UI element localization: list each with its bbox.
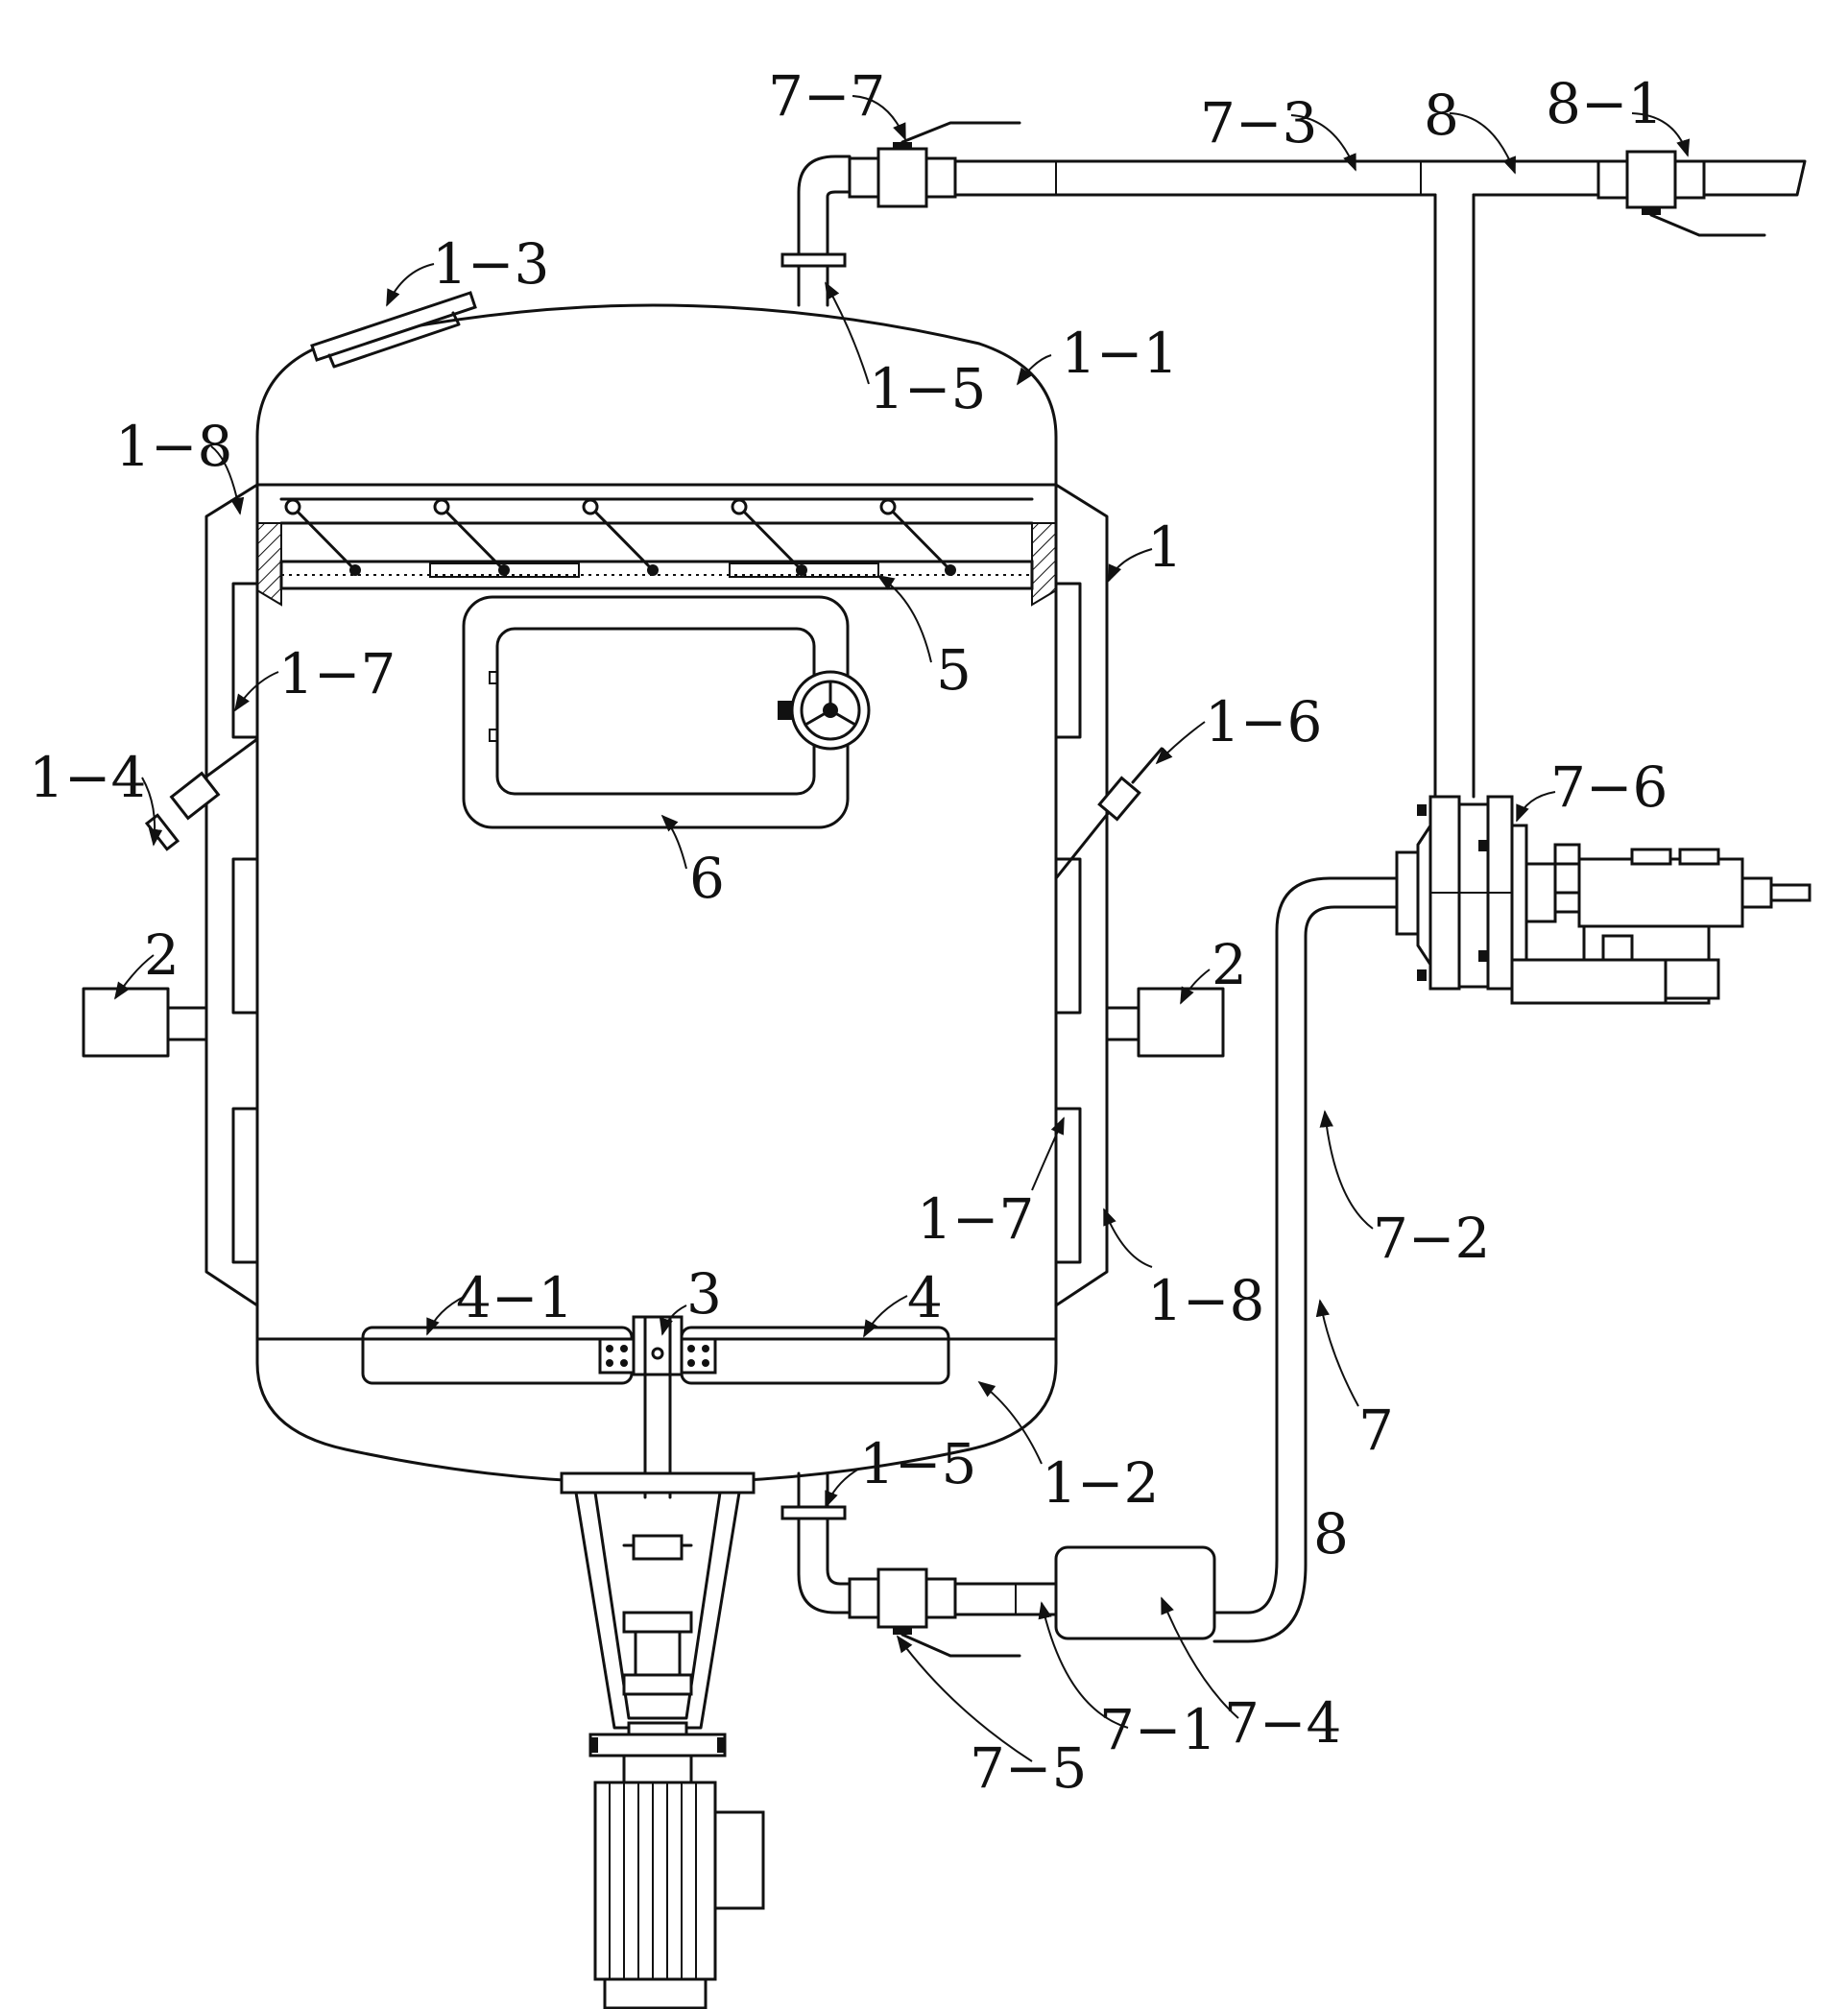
agitator [361, 1315, 950, 1499]
valve-7-7 [848, 121, 1021, 208]
label-8-bottom: 8 [1313, 1501, 1349, 1567]
valve-8-1 [1596, 150, 1766, 237]
label-7-4: 7−4 [1224, 1690, 1341, 1756]
label-1: 1 [1147, 514, 1183, 580]
label-7-6: 7−6 [1550, 754, 1668, 820]
label-7-2: 7−2 [1373, 1206, 1490, 1271]
label-7-1: 7−1 [1099, 1697, 1216, 1762]
support-lug-right [1105, 987, 1225, 1058]
paddle-left [361, 1326, 634, 1385]
pump-7-6 [1395, 795, 1812, 1005]
label-7-5: 7−5 [970, 1735, 1087, 1801]
label-1-7-right: 1−7 [917, 1186, 1034, 1252]
label-1-4: 1−4 [29, 745, 146, 810]
label-1-8-left: 1−8 [115, 414, 232, 479]
callout-labels: 7−7 7−3 8 8−1 1−3 1−1 1−5 1−8 1 5 1−7 1−… [29, 63, 1668, 1801]
label-7: 7 [1358, 1398, 1394, 1463]
piping [780, 121, 1807, 1658]
valve-7-5 [848, 1567, 1021, 1658]
drive-unit [560, 1471, 765, 2009]
filter-7-4 [1054, 1545, 1216, 1640]
label-4-1: 4−1 [456, 1265, 573, 1330]
label-1-3: 1−3 [432, 231, 549, 297]
label-1-5-bottom: 1−5 [859, 1431, 976, 1496]
label-1-2: 1−2 [1042, 1450, 1159, 1516]
label-1-1: 1−1 [1061, 321, 1178, 386]
agitator-hub [632, 1315, 684, 1376]
coil-channel-left [231, 582, 259, 739]
label-3: 3 [686, 1261, 722, 1327]
leader-lines [114, 95, 1691, 1762]
label-1-6: 1−6 [1205, 689, 1322, 754]
top-hatch [310, 291, 477, 369]
label-2-left: 2 [144, 922, 180, 988]
tank [204, 303, 1109, 1485]
label-1-5-top: 1−5 [869, 356, 986, 421]
label-1-7-left: 1−7 [278, 641, 396, 706]
label-8-top: 8 [1424, 83, 1459, 148]
sample-nozzle-left [144, 737, 259, 851]
label-4: 4 [907, 1265, 943, 1330]
label-5: 5 [936, 637, 972, 703]
motor [593, 1781, 717, 1981]
label-2-right: 2 [1212, 932, 1247, 997]
tank-top-head [255, 303, 1058, 487]
paddle-right [680, 1326, 950, 1385]
thermometer-nozzle-right [1054, 747, 1164, 880]
label-7-3: 7−3 [1200, 90, 1317, 155]
pump-bearing-frame [1577, 857, 1744, 928]
scraper-assembly [256, 497, 1057, 607]
manway-door [462, 595, 871, 829]
label-6: 6 [689, 846, 725, 911]
label-7-7: 7−7 [768, 63, 885, 129]
support-lug-left [82, 987, 208, 1058]
label-8-1: 8−1 [1546, 71, 1663, 136]
coil-channel-right [1054, 582, 1082, 739]
label-1-8-right: 1−8 [1147, 1268, 1264, 1333]
